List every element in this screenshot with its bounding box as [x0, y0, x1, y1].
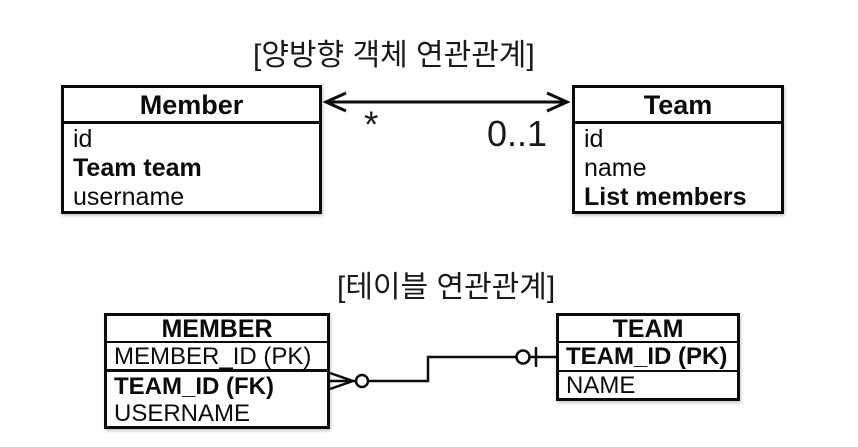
member-class-title: Member: [64, 88, 319, 124]
team-class-field-members: List members: [584, 183, 747, 211]
bidirectional-arrow: [322, 91, 571, 113]
connector-line: [353, 355, 556, 383]
table-association-title: [테이블 연관관계]: [337, 271, 556, 304]
team-table-box: TEAM TEAM_ID (PK) NAME: [556, 313, 740, 401]
object-association-title: [양방향 객체 연관관계]: [253, 39, 535, 72]
team-class-title: Team: [575, 88, 781, 124]
team-class-field-name: name: [584, 154, 647, 182]
team-table-col-name: NAME: [566, 372, 636, 398]
team-table-title: TEAM: [559, 316, 737, 343]
member-table-title: MEMBER: [107, 316, 327, 343]
right-arrowhead-icon: [546, 91, 571, 113]
member-class-box: Member id Team team username: [61, 85, 322, 214]
team-table-col-team-id: TEAM_ID (PK): [559, 343, 737, 372]
left-arrowhead-icon: [322, 91, 347, 113]
member-table-col-member-id: MEMBER_ID (PK): [107, 343, 327, 372]
member-table-box: MEMBER MEMBER_ID (PK) TEAM_ID (FK) USERN…: [104, 313, 330, 429]
member-table-col-username: USERNAME: [114, 400, 251, 426]
fk-connector: [329, 347, 556, 391]
multiplicity-zero-or-one-label: 0..1: [487, 113, 548, 154]
zero-or-one-icon: [515, 347, 538, 367]
member-class-field-team: Team team: [73, 154, 202, 182]
team-class-box: Team id name List members: [572, 85, 784, 214]
team-class-field-id: id: [584, 125, 604, 153]
member-table-col-team-id: TEAM_ID (FK): [114, 373, 274, 400]
member-class-field-id: id: [73, 125, 93, 153]
zero-circle-member-icon: [354, 373, 370, 389]
crows-foot-many-icon: [329, 371, 354, 391]
member-class-field-username: username: [73, 183, 185, 211]
multiplicity-many-label: *: [364, 104, 379, 145]
